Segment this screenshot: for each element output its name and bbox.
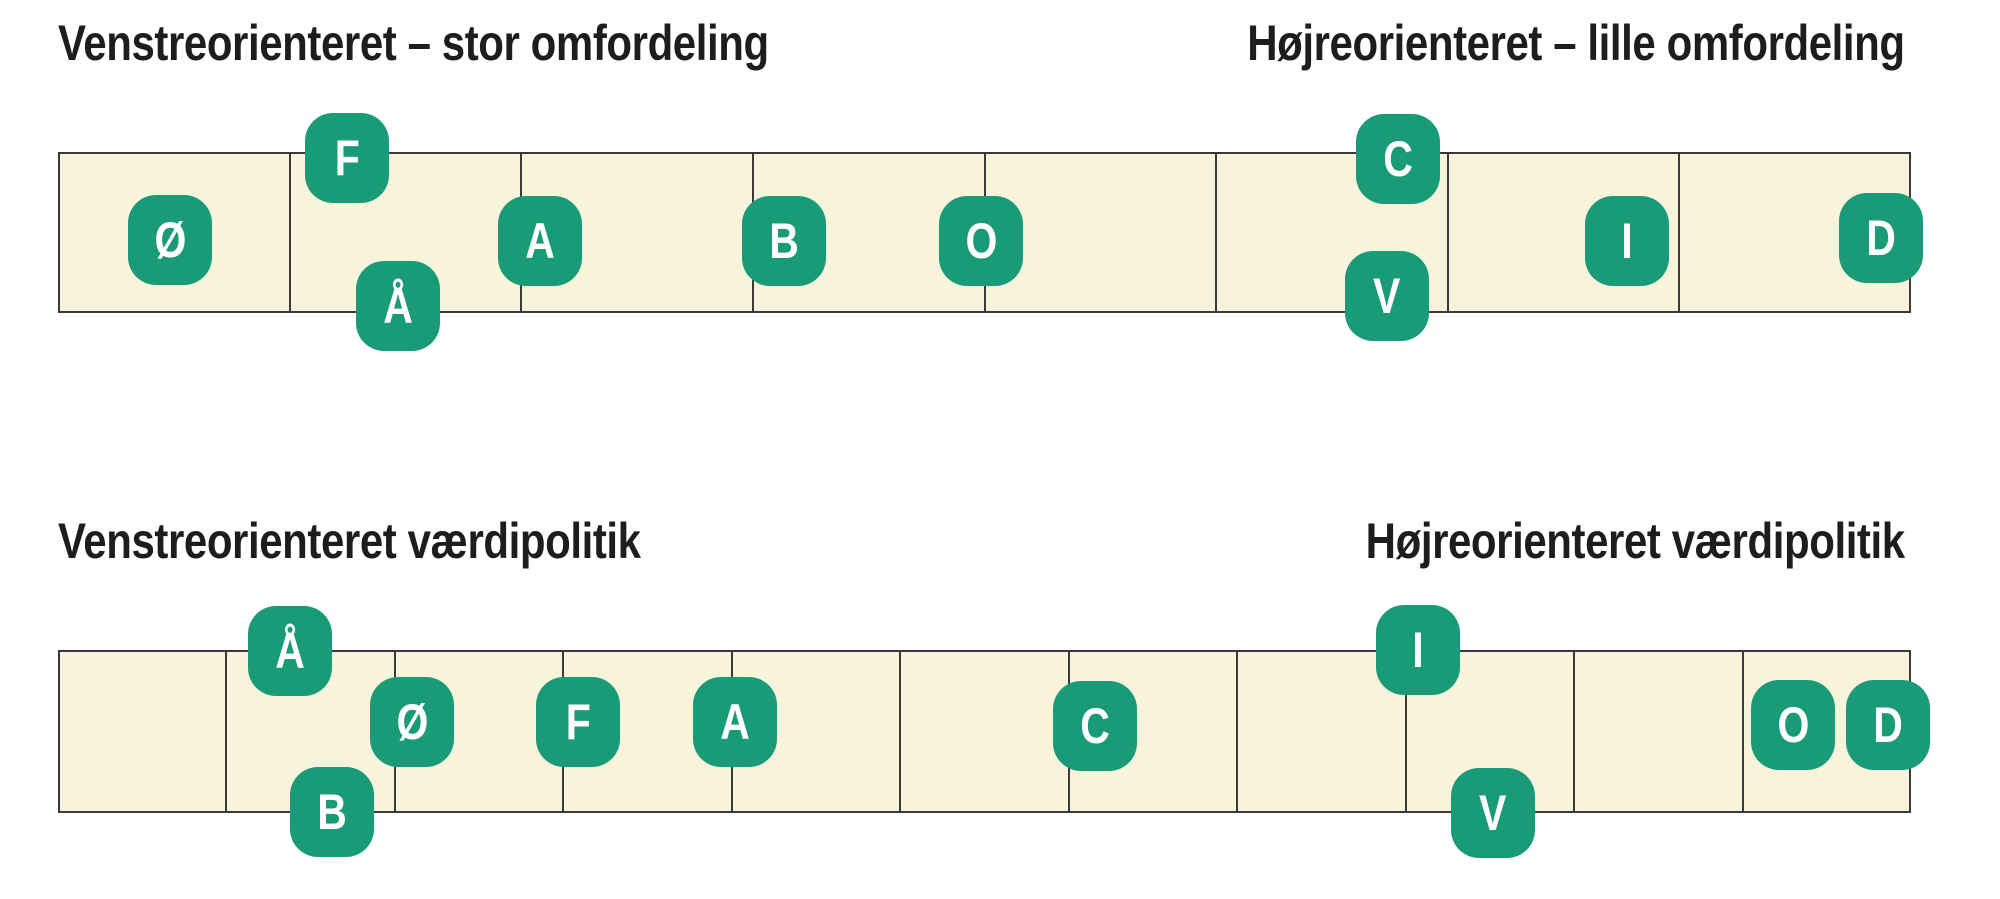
party-badge-A: A bbox=[693, 677, 777, 767]
party-letter: D bbox=[1873, 697, 1903, 753]
party-letter: B bbox=[769, 213, 799, 269]
party-badge-F: F bbox=[536, 677, 620, 767]
party-badge-O: O bbox=[939, 196, 1023, 286]
segment-divider bbox=[1741, 652, 1744, 811]
segment-divider bbox=[1446, 154, 1449, 311]
party-badge-A: A bbox=[498, 196, 582, 286]
party-letter: V bbox=[1479, 785, 1507, 841]
party-badge-O: O bbox=[1751, 680, 1835, 770]
party-letter: F bbox=[334, 130, 360, 186]
party-badge-I: I bbox=[1376, 605, 1460, 695]
party-letter: I bbox=[1621, 213, 1633, 269]
party-badge-B: B bbox=[742, 196, 826, 286]
party-letter: Ø bbox=[154, 212, 186, 268]
party-letter: Ø bbox=[396, 694, 428, 750]
party-letter: B bbox=[317, 784, 347, 840]
segment-divider bbox=[225, 652, 228, 811]
party-badge-D: D bbox=[1839, 193, 1923, 283]
party-letter: F bbox=[565, 694, 591, 750]
axis-title-left-vaerdipolitik: Venstreorienteret værdipolitik bbox=[58, 513, 641, 569]
segment-divider bbox=[899, 652, 902, 811]
party-letter: D bbox=[1866, 210, 1896, 266]
segment-divider bbox=[1573, 652, 1576, 811]
axis-title-right-vaerdipolitik: Højreorienteret værdipolitik bbox=[1365, 513, 1905, 569]
party-badge-D: D bbox=[1846, 680, 1930, 770]
party-badge-F: F bbox=[305, 113, 389, 203]
party-badge-Å: Å bbox=[248, 606, 332, 696]
segment-divider bbox=[1678, 154, 1681, 311]
axis-title-left-omfordeling: Venstreorienteret – stor omfordeling bbox=[58, 15, 769, 71]
party-badge-V: V bbox=[1451, 768, 1535, 858]
segment-divider bbox=[288, 154, 291, 311]
party-badge-Å: Å bbox=[356, 261, 440, 351]
segment-divider bbox=[1215, 154, 1218, 311]
party-letter: Å bbox=[275, 623, 305, 679]
axis-title-right-omfordeling: Højreorienteret – lille omfordeling bbox=[1247, 15, 1906, 71]
segment-divider bbox=[1404, 652, 1407, 811]
party-badge-B: B bbox=[290, 767, 374, 857]
party-badge-C: C bbox=[1356, 114, 1440, 204]
party-letter: A bbox=[720, 694, 750, 750]
party-letter: A bbox=[525, 213, 555, 269]
party-letter: C bbox=[1080, 698, 1110, 754]
party-badge-I: I bbox=[1585, 196, 1669, 286]
party-letter: Å bbox=[383, 278, 413, 334]
segment-divider bbox=[1236, 652, 1239, 811]
party-badge-Ø: Ø bbox=[370, 677, 454, 767]
party-letter: O bbox=[1777, 697, 1809, 753]
party-badge-V: V bbox=[1345, 251, 1429, 341]
party-badge-C: C bbox=[1053, 681, 1137, 771]
party-letter: I bbox=[1412, 622, 1424, 678]
party-badge-Ø: Ø bbox=[128, 195, 212, 285]
party-letter: O bbox=[965, 213, 997, 269]
party-letter: V bbox=[1373, 268, 1401, 324]
party-letter: C bbox=[1383, 131, 1413, 187]
